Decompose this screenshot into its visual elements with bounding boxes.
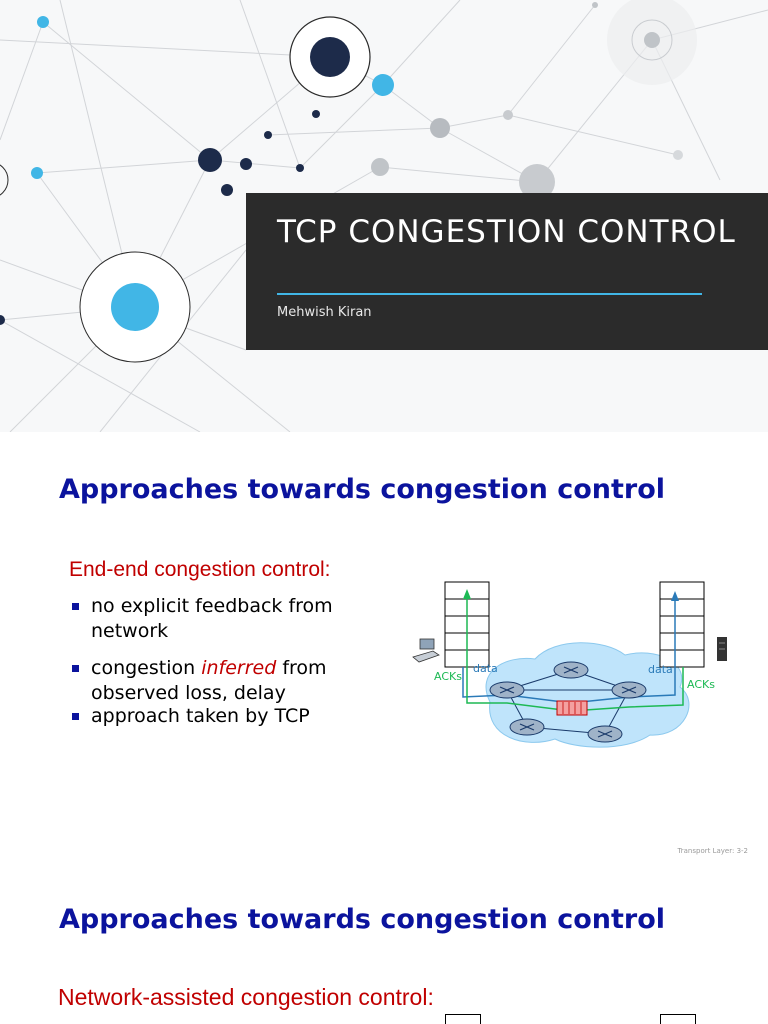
ack-arrow-icon — [463, 589, 471, 599]
slide-end-end-control: Approaches towards congestion control En… — [0, 432, 768, 864]
square-bullet-icon — [72, 713, 79, 720]
slide-footer: Transport Layer: 3-2 — [677, 847, 748, 855]
author-name: Mehwish Kiran — [277, 305, 372, 320]
bullet-list: no explicit feedback from network conges… — [70, 594, 380, 741]
congested-queue — [556, 700, 588, 716]
slide-subheading: End-end congestion control: — [69, 558, 331, 581]
slide-network-assisted-control: Approaches towards congestion control Ne… — [0, 864, 768, 1024]
square-bullet-icon — [72, 603, 79, 610]
receiver-protocol-stack — [660, 1014, 696, 1024]
slide-subheading: Network-assisted congestion control: — [58, 984, 434, 1010]
slide-heading: Approaches towards congestion control — [59, 474, 665, 505]
acks-label-right: ACKs — [687, 678, 715, 691]
bullet-text: congestion — [91, 657, 202, 679]
server-icon — [717, 637, 727, 661]
title-box: TCP CONGESTION CONTROL Mehwish Kiran — [246, 193, 768, 350]
router-icon — [611, 681, 647, 699]
title-slide: TCP CONGESTION CONTROL Mehwish Kiran — [0, 0, 768, 432]
slide-title: TCP CONGESTION CONTROL — [277, 214, 736, 250]
bullet-text-tail: from observed loss, delay — [91, 657, 327, 704]
data-label-right: data — [648, 663, 673, 676]
data-label-left: data — [473, 662, 498, 675]
bullet-text: approach taken by TCP — [91, 705, 310, 727]
laptop-icon — [412, 638, 440, 663]
title-underline — [277, 293, 702, 295]
sender-protocol-stack — [445, 1014, 481, 1024]
bullet-emphasis: inferred — [201, 657, 277, 679]
router-icon — [509, 718, 545, 736]
bullet-item: approach taken by TCP — [70, 704, 380, 729]
router-icon — [553, 661, 589, 679]
receiver-protocol-stack — [659, 581, 705, 668]
bullet-text: no explicit feedback from network — [91, 595, 333, 642]
bullet-item: no explicit feedback from network — [70, 594, 380, 644]
square-bullet-icon — [72, 665, 79, 672]
router-icon — [489, 681, 525, 699]
data-arrow-icon — [671, 591, 679, 601]
network-background-graphic — [0, 0, 768, 432]
acks-label-left: ACKs — [434, 670, 462, 683]
bullet-item: congestion inferred from observed loss, … — [70, 656, 380, 706]
router-icon — [587, 725, 623, 743]
network-diagram: ACKs data data ACKs — [412, 581, 727, 748]
slide-heading: Approaches towards congestion control — [59, 904, 665, 935]
